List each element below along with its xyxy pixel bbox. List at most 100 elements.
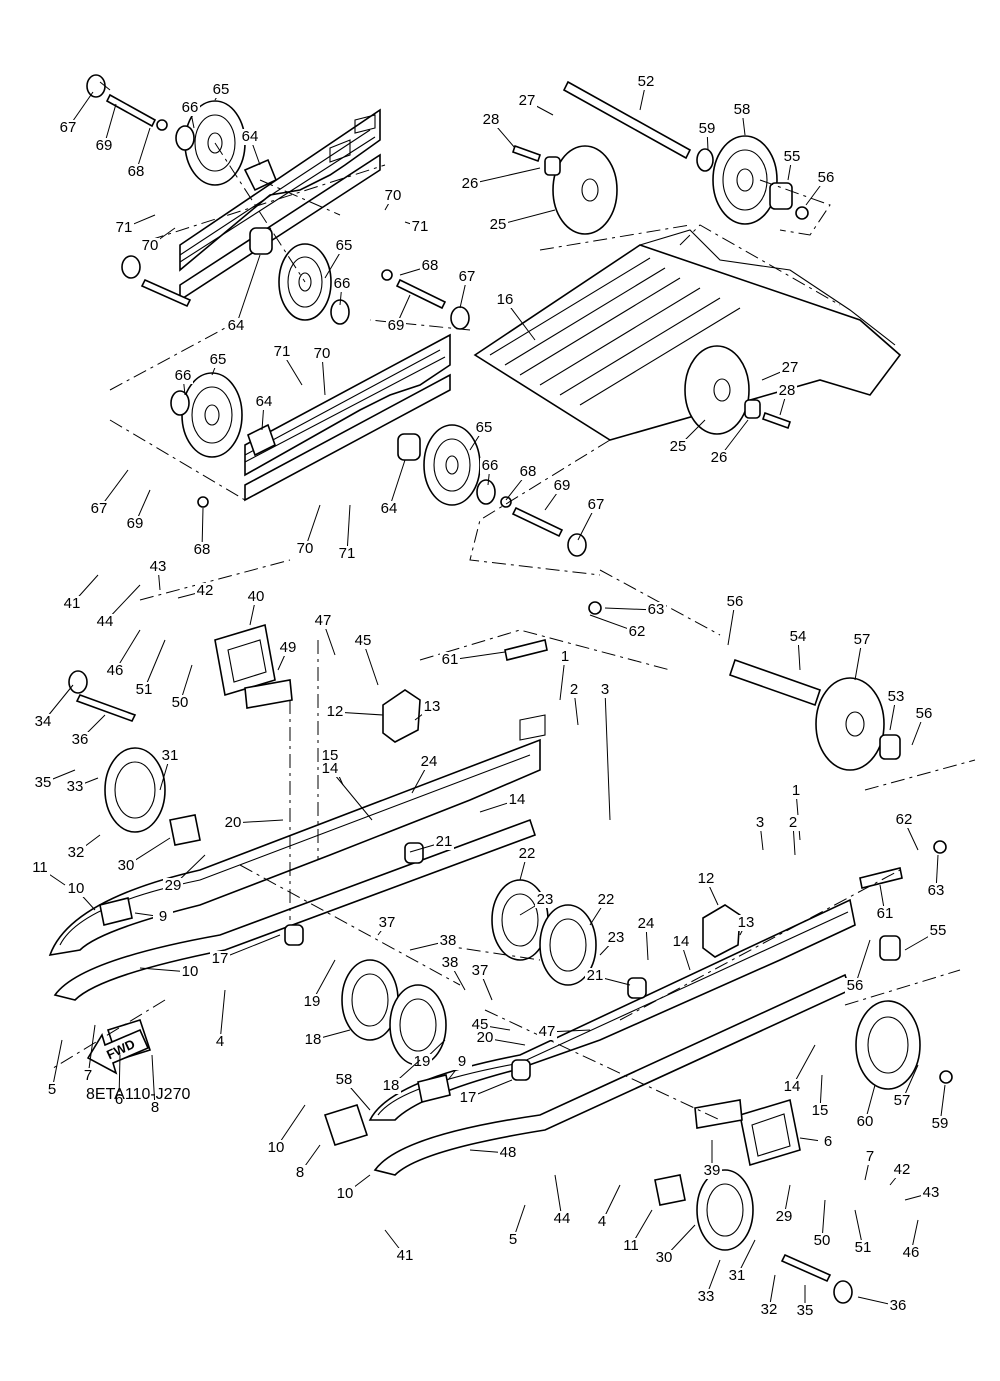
callout-label: 11 [623, 1237, 639, 1254]
callout-bg [930, 1116, 950, 1132]
slider-9 [417, 1074, 451, 1103]
callout-leader [219, 989, 226, 1043]
callout-bg [33, 775, 53, 791]
callout-label: 33 [67, 778, 84, 795]
block-6 [323, 1104, 369, 1146]
callout-label: 68 [422, 257, 439, 274]
callout-bg [434, 834, 454, 850]
wheel-25-b [684, 345, 750, 435]
bolt-36 [75, 694, 137, 722]
lower-wheel-32-a [104, 747, 166, 833]
callout-label: 19 [304, 993, 321, 1010]
collar-17 [284, 924, 304, 946]
callout-label: 14 [673, 933, 690, 950]
callout-label: 22 [598, 891, 615, 908]
callout-bg [786, 783, 806, 799]
bolt-61 [859, 867, 903, 889]
callout-bg [422, 699, 442, 715]
callout-label: 23 [537, 891, 554, 908]
callout-bg [312, 346, 332, 362]
callout-label: 27 [782, 359, 799, 376]
callout-label: 48 [500, 1144, 517, 1161]
callout-label: 9 [159, 908, 167, 925]
callout-label: 68 [194, 541, 211, 558]
callout-label: 51 [855, 1239, 872, 1256]
callout-bg [295, 541, 315, 557]
callout-bg [126, 164, 146, 180]
callout-bg [481, 112, 501, 128]
diagram-code: 8ETA110-J270 [86, 1086, 191, 1103]
callout-bg [458, 1090, 478, 1106]
callout-label: 51 [136, 681, 153, 698]
callout-bg [783, 815, 803, 831]
callout-label: 10 [182, 963, 199, 980]
cap-67 [450, 306, 470, 330]
callout-bg [153, 909, 173, 925]
callout-bg [33, 714, 53, 730]
callout-label: 14 [322, 760, 339, 777]
callout-bg [42, 1082, 62, 1098]
callout-label: 59 [699, 120, 716, 137]
callout-label: 44 [554, 1210, 571, 1227]
callout-label: 30 [118, 857, 135, 874]
callout-label: 56 [847, 977, 864, 994]
callout-bg [535, 892, 555, 908]
callout-bg [498, 1145, 518, 1161]
callout-bg [192, 542, 212, 558]
callout-layer: 6769686665647071717064656668676952272826… [30, 73, 950, 1319]
callout-label: 67 [60, 119, 77, 136]
callout-bg [855, 1114, 875, 1130]
callout-label: 11 [32, 859, 48, 876]
callout-bg [290, 1165, 310, 1181]
collar-64 [397, 433, 421, 461]
callout-label: 12 [327, 703, 344, 720]
callout-bg [66, 845, 86, 861]
callout-label: 19 [414, 1053, 431, 1070]
callout-label: 58 [336, 1071, 353, 1088]
callout-bg [495, 292, 515, 308]
callout-leader [604, 689, 611, 821]
callout-label: 58 [734, 101, 751, 118]
callout-label: 55 [930, 922, 947, 939]
callout-label: 56 [818, 169, 835, 186]
callout-bg [325, 704, 345, 720]
callout-bg [438, 933, 458, 949]
callout-bg [636, 916, 656, 932]
callout-label: 56 [727, 593, 744, 610]
callout-bg [173, 368, 193, 384]
callout-bg [254, 394, 274, 410]
callout-bg [211, 82, 231, 98]
callout-bg [697, 121, 717, 137]
callout-bg [636, 74, 656, 90]
callout-label: 52 [638, 73, 655, 90]
callout-label: 23 [608, 929, 625, 946]
callout-label: 59 [932, 1115, 949, 1132]
callout-bg [240, 129, 260, 145]
callout-label: 47 [539, 1023, 556, 1040]
callout-bg [810, 1103, 830, 1119]
callout-bg [537, 1024, 557, 1040]
callout-bg [696, 1289, 716, 1305]
callout-bg [377, 915, 397, 931]
callout-label: 63 [648, 601, 665, 618]
callout-label: 68 [128, 163, 145, 180]
callout-bg [901, 1245, 921, 1261]
callout-bg [210, 951, 230, 967]
callout-bg [892, 1093, 912, 1109]
callout-bg [58, 120, 78, 136]
callout-bg [709, 450, 729, 466]
callout-label: 3 [756, 814, 764, 831]
block-12-b [702, 904, 741, 958]
wheel-57-lower [855, 1000, 921, 1090]
callout-bg [586, 497, 606, 513]
callout-bg [89, 501, 109, 517]
callout-label: 64 [256, 393, 273, 410]
wheel-22-b [539, 904, 597, 986]
callout-bg [774, 1209, 794, 1225]
callout-bg [180, 100, 200, 116]
callout-label: 18 [383, 1077, 400, 1094]
callout-label: 26 [711, 449, 728, 466]
callout-bg [875, 906, 895, 922]
callout-bg [818, 1134, 838, 1150]
callout-label: 67 [588, 496, 605, 513]
